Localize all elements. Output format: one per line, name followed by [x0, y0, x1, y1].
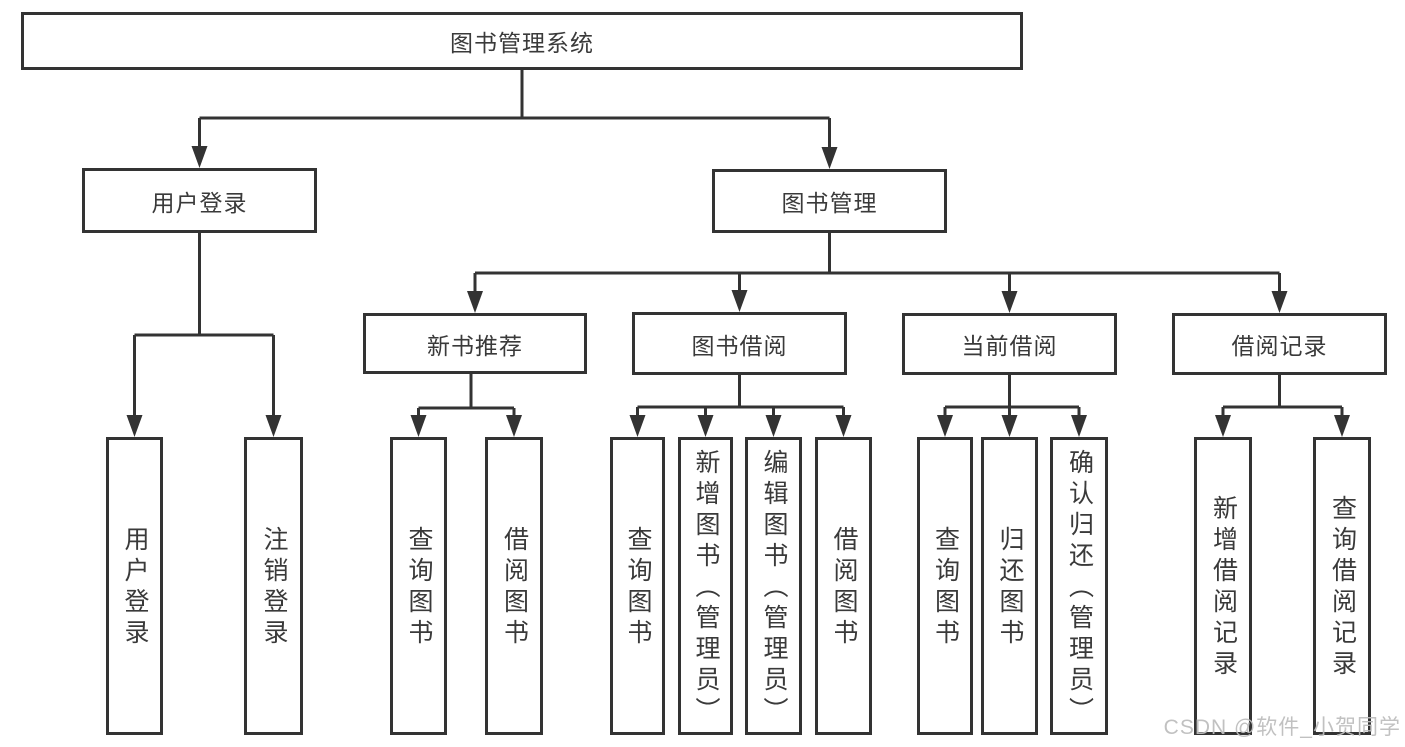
- leaf-bb-borrow-book: 借阅图书: [815, 437, 872, 735]
- node-borrow-record: 借阅记录: [1172, 313, 1387, 375]
- leaf-logout: 注销登录: [244, 437, 303, 735]
- leaf-bb-add-book-admin: 新增图书（管理员）: [678, 437, 733, 735]
- node-user-login: 用户登录: [82, 168, 317, 233]
- node-new-book-recommend: 新书推荐: [363, 313, 587, 374]
- conn-book-mgmt-to-level2: [467, 233, 1288, 313]
- node-current-borrow: 当前借阅: [902, 313, 1117, 375]
- leaf-cb-confirm-return-admin: 确认归还（管理员）: [1050, 437, 1108, 735]
- csdn-watermark: CSDN @软件_小贺同学: [1163, 716, 1401, 739]
- node-library-system: 图书管理系统: [21, 12, 1023, 70]
- leaf-bb-query-book: 查询图书: [610, 437, 665, 735]
- leaf-br-query-record: 查询借阅记录: [1313, 437, 1371, 735]
- conn-user-login-children: [126, 233, 282, 437]
- node-book-management: 图书管理: [712, 169, 947, 233]
- leaf-nb-query-book: 查询图书: [390, 437, 447, 735]
- conn-new-book-children: [410, 374, 522, 437]
- node-book-borrow: 图书借阅: [632, 312, 847, 375]
- leaf-nb-borrow-book: 借阅图书: [485, 437, 543, 735]
- leaf-cb-return-book: 归还图书: [981, 437, 1038, 735]
- conn-book-borrow-children: [629, 375, 852, 437]
- leaf-cb-query-book: 查询图书: [917, 437, 973, 735]
- leaf-br-add-record: 新增借阅记录: [1194, 437, 1252, 735]
- conn-current-borrow-children: [937, 375, 1087, 437]
- conn-root-to-level1: [191, 70, 838, 169]
- leaf-bb-edit-book-admin: 编辑图书（管理员）: [745, 437, 802, 735]
- leaf-user-login: 用户登录: [106, 437, 163, 735]
- conn-borrow-record-children: [1215, 375, 1350, 437]
